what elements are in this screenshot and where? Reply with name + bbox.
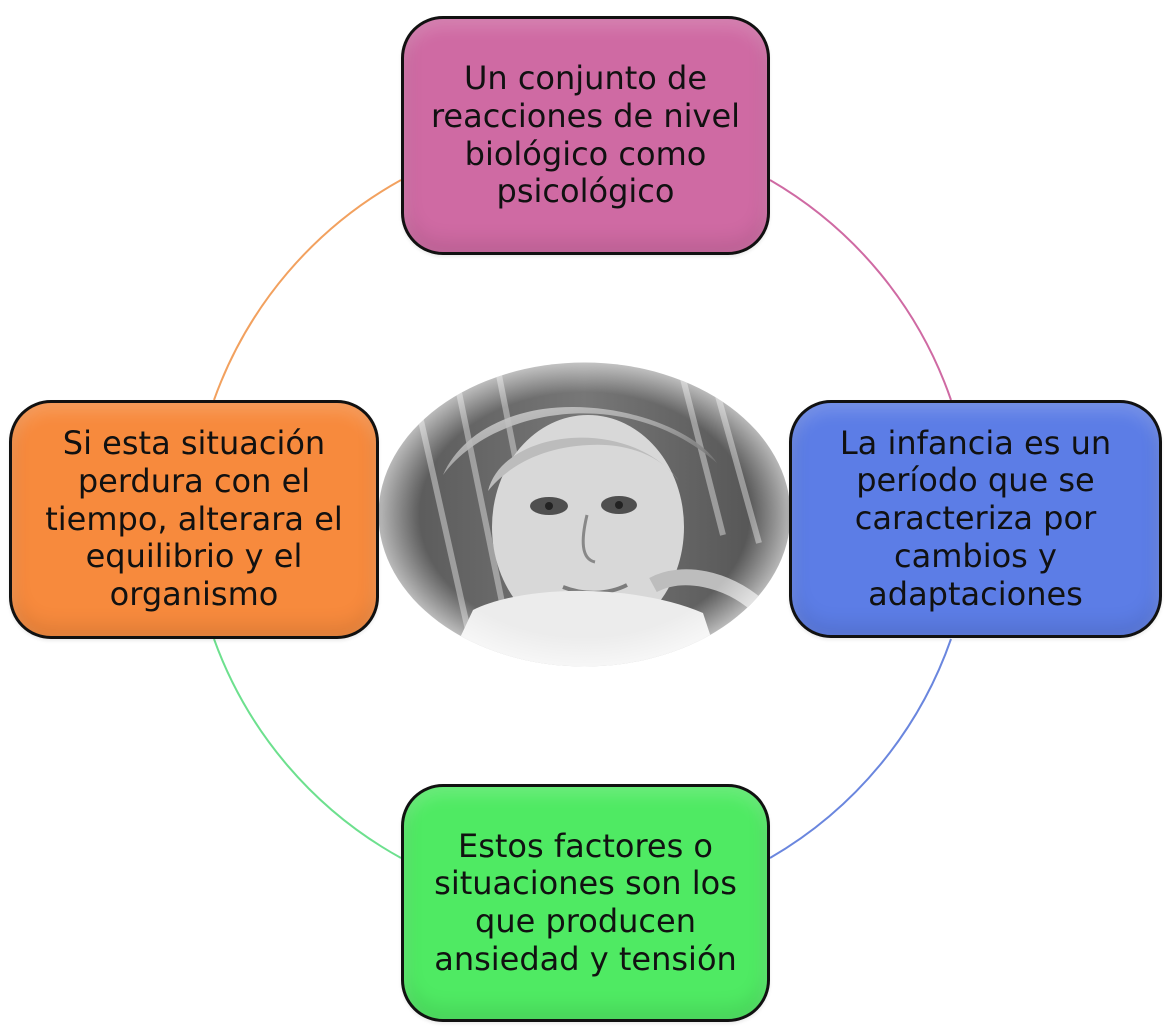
- arc-left-top: [213, 179, 402, 401]
- arc-bottom-left: [213, 638, 402, 859]
- node-bottom-label: Estos factores o situaciones son los que…: [434, 826, 737, 978]
- node-right: La infancia es un período que se caracte…: [789, 400, 1162, 638]
- child-portrait-photo: [374, 358, 795, 671]
- arc-right-bottom: [769, 638, 952, 859]
- arc-top-right: [769, 179, 952, 401]
- node-top: Un conjunto de reacciones de nivel bioló…: [401, 16, 770, 255]
- node-top-label: Un conjunto de reacciones de nivel bioló…: [430, 59, 741, 211]
- node-left-label: Si esta situación perdura con el tiempo,…: [45, 424, 343, 614]
- node-left: Si esta situación perdura con el tiempo,…: [9, 400, 379, 639]
- node-right-label: La infancia es un período que se caracte…: [839, 423, 1112, 613]
- node-bottom: Estos factores o situaciones son los que…: [401, 784, 770, 1022]
